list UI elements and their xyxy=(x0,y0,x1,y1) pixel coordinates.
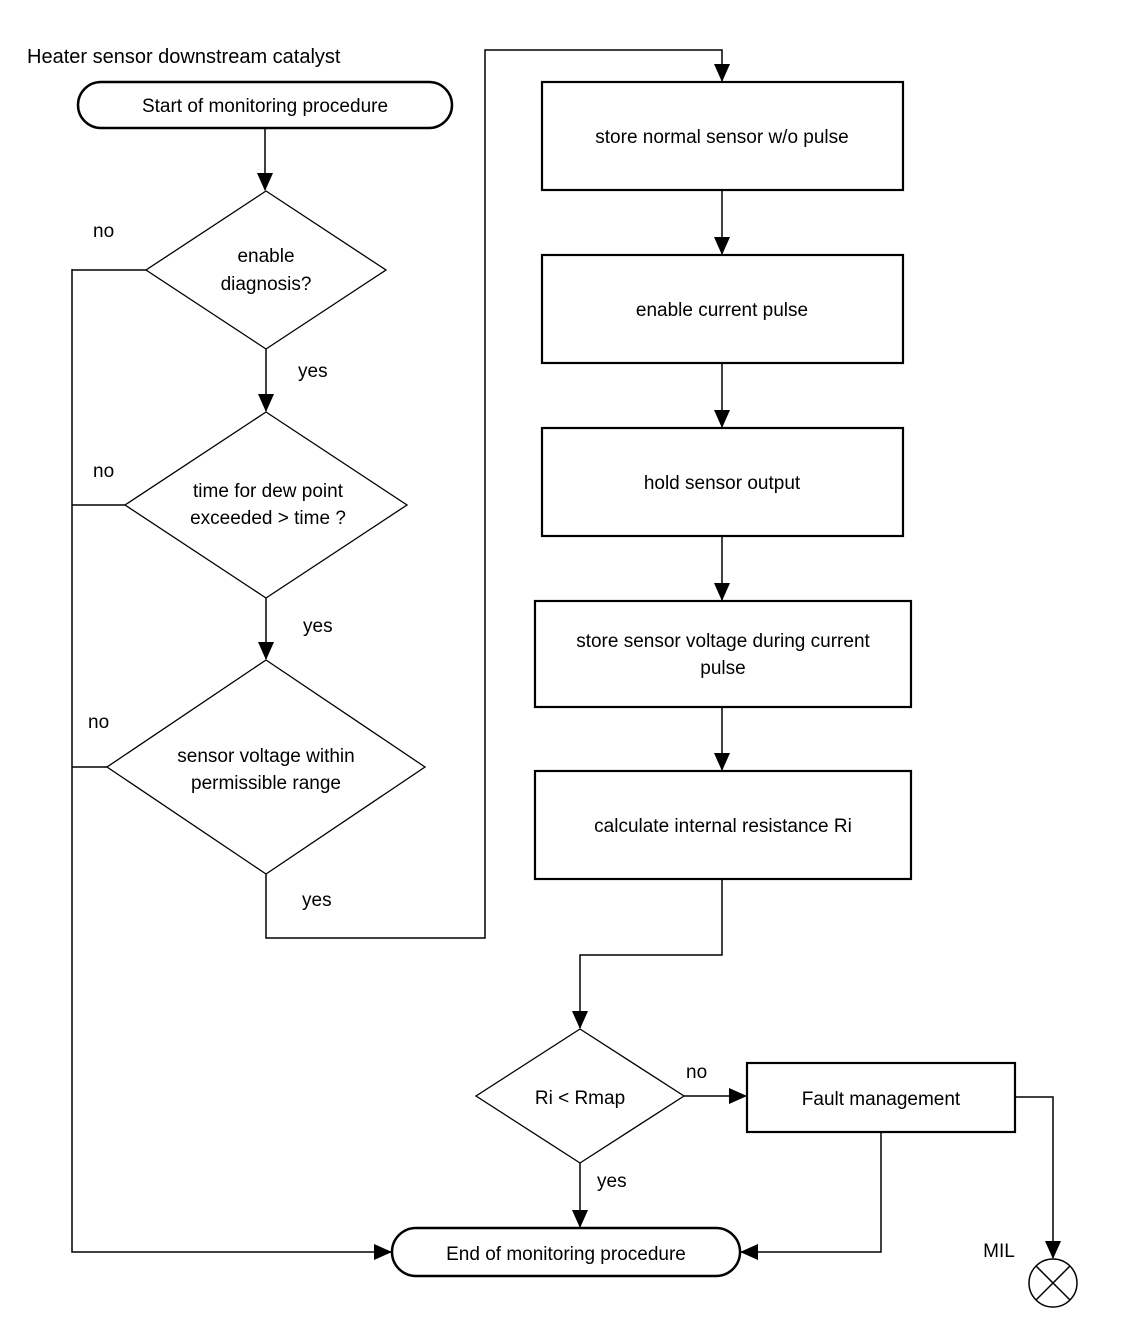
edges xyxy=(71,49,1061,1260)
edge-sensor-voltage-yes-loop-to-store-normal xyxy=(265,49,730,939)
sensor-voltage-diamond xyxy=(105,659,427,875)
node-store-voltage: store sensor voltage during current puls… xyxy=(533,599,913,709)
store-voltage-label-line1: store sensor voltage during current xyxy=(576,631,870,652)
store-normal-box xyxy=(540,80,905,192)
edge-fault-to-end xyxy=(740,1132,882,1260)
sensor-voltage-label-line1: sensor voltage within xyxy=(177,746,354,767)
diagram-title: Heater sensor downstream catalyst xyxy=(27,46,341,68)
lamp-circle-x-icon xyxy=(1028,1258,1078,1308)
dew-point-diamond xyxy=(123,411,409,599)
enable-pulse-label: enable current pulse xyxy=(636,300,808,321)
store-normal-label: store normal sensor w/o pulse xyxy=(595,127,848,148)
node-store-normal: store normal sensor w/o pulse xyxy=(540,80,905,192)
enable-pulse-box xyxy=(540,253,905,365)
fault-management-label: Fault management xyxy=(802,1089,961,1110)
node-decision-ri: Ri < Rmap xyxy=(474,1028,686,1164)
edge-fault-to-mil xyxy=(1015,1096,1061,1259)
node-decision-sensor-voltage: sensor voltage within permissible range xyxy=(105,659,427,875)
sensor-voltage-no-label: no xyxy=(88,712,109,733)
start-label: Start of monitoring procedure xyxy=(142,96,388,117)
ri-rmap-yes-label: yes xyxy=(597,1171,627,1192)
calculate-ri-label: calculate internal resistance Ri xyxy=(594,816,852,837)
ri-rmap-no-label: no xyxy=(686,1062,707,1083)
enable-diagnosis-yes-label: yes xyxy=(298,361,328,382)
node-mil-indicator: MIL xyxy=(983,1241,1078,1308)
node-calculate-ri: calculate internal resistance Ri xyxy=(533,769,913,881)
store-voltage-box xyxy=(533,599,913,709)
node-decision-dew-point: time for dew point exceeded > time ? xyxy=(123,411,409,599)
edge-no-collector-to-end xyxy=(71,269,392,1260)
dew-point-no-label: no xyxy=(93,461,114,482)
node-start: Start of monitoring procedure xyxy=(76,80,454,130)
end-label: End of monitoring procedure xyxy=(446,1244,686,1265)
mil-label: MIL xyxy=(983,1241,1015,1262)
end-terminator-shape xyxy=(390,1226,742,1278)
enable-diagnosis-diamond xyxy=(144,190,388,350)
node-fault-management: Fault management xyxy=(745,1061,1017,1134)
calculate-ri-box xyxy=(533,769,913,881)
hold-output-box xyxy=(540,426,905,538)
edge-calculate-ri-to-decision-ri xyxy=(572,879,723,1029)
node-decision-enable-diagnosis: enable diagnosis? xyxy=(144,190,388,350)
enable-diagnosis-label-line1: enable xyxy=(237,246,294,267)
node-end: End of monitoring procedure xyxy=(390,1226,742,1278)
enable-diagnosis-no-label: no xyxy=(93,221,114,242)
ri-rmap-label: Ri < Rmap xyxy=(535,1088,625,1109)
dew-point-label-line1: time for dew point xyxy=(193,481,344,502)
ri-rmap-diamond xyxy=(474,1028,686,1164)
start-terminator-shape xyxy=(76,80,454,130)
node-enable-pulse: enable current pulse xyxy=(540,253,905,365)
node-hold-output: hold sensor output xyxy=(540,426,905,538)
sensor-voltage-label-line2: permissible range xyxy=(191,773,341,794)
hold-output-label: hold sensor output xyxy=(644,473,801,494)
enable-diagnosis-label-line2: diagnosis? xyxy=(221,274,312,295)
fault-management-box xyxy=(745,1061,1017,1134)
sensor-voltage-yes-label: yes xyxy=(302,890,332,911)
dew-point-label-line2: exceeded > time ? xyxy=(190,508,346,529)
dew-point-yes-label: yes xyxy=(303,616,333,637)
store-voltage-label-line2: pulse xyxy=(700,658,745,679)
